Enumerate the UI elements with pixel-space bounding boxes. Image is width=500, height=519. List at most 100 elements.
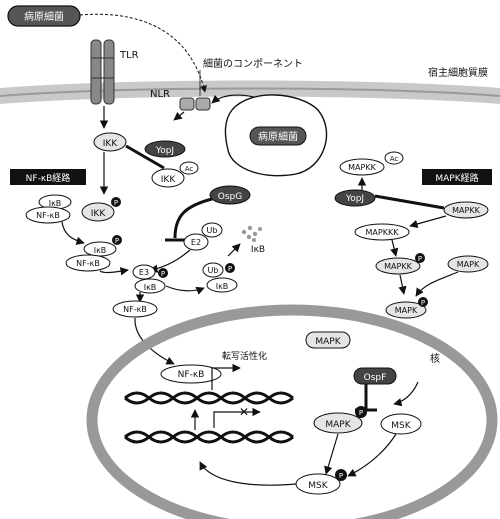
dashed-arrow-pathogen-nlr (79, 13, 207, 93)
nfkb-nuclear-label: NF-κB (178, 370, 205, 380)
arrow-phosphorylation (61, 221, 85, 245)
ub-tag-ikb (202, 262, 224, 278)
nucleus-label: 核 (430, 352, 440, 365)
nfkb-nuclear-node (160, 364, 222, 384)
host-membrane-label: 宿主細胞質膜 (428, 66, 488, 79)
mapk-nuclear-label: MAPK (315, 337, 341, 347)
e2-node (183, 233, 209, 251)
released-ikb-label: IκB (251, 245, 265, 255)
nlr-receptor (179, 97, 211, 111)
mapk-ospf-target-label: MAPK (325, 420, 351, 430)
tlr-receptor (90, 39, 115, 105)
fragment-dot-5 (258, 227, 262, 231)
ikk-acetylated-label: IKK (161, 175, 177, 185)
dna-lower-strand-b (124, 430, 294, 444)
mapkk-label-1: MAPKK (452, 206, 480, 215)
ospg-label: OspG (218, 192, 242, 202)
ac-label-ikk: Ac (185, 165, 194, 173)
yopj-mapk-label: YopJ (345, 194, 364, 204)
mapk-node-1 (447, 255, 489, 273)
e2-label: E2 (191, 238, 201, 247)
ospg-node (209, 185, 251, 205)
nucleus-envelope (86, 304, 498, 519)
nfkb-label-1: NF-κB (36, 211, 60, 220)
mapkk-node-1 (443, 201, 489, 219)
pathogen-top-shape (7, 5, 81, 27)
ikk-acetylation-bar (125, 144, 165, 170)
pathogen-center: 病原細菌 (224, 94, 328, 177)
arrow-nlr-ikk (173, 111, 185, 121)
dna-helix-upper (124, 391, 294, 405)
ac-tag-ikk (179, 161, 199, 175)
p-label-ikb-3: P (228, 265, 232, 273)
ac-tag-mapkk (384, 151, 404, 165)
arrow-degradation (227, 243, 241, 257)
dna-upper-strand-b (124, 391, 294, 405)
tlr-right-strand (103, 39, 115, 105)
mapk-phospho-label: MAPK (395, 306, 418, 315)
fragment-dot-4 (246, 234, 252, 240)
fragment-dot-2 (247, 225, 253, 231)
msk-phospho-label: MSK (308, 481, 328, 491)
mapkkk-label: MAPKKK (366, 228, 400, 237)
arrow-transcription-activation (211, 363, 241, 390)
nfkb-pathway-box (10, 169, 86, 185)
arrow-mapkk-mapk (398, 274, 407, 295)
pathogen-top-label: 病原細菌 (24, 10, 64, 23)
nlr-part-2 (195, 97, 211, 111)
p-label-mapk: P (421, 299, 425, 307)
arrow-e2-e3 (149, 249, 191, 273)
p-tag-ikk (111, 197, 121, 207)
tlr-label: TLR (119, 50, 139, 61)
ikb-label-2: IκB (94, 246, 107, 255)
ikk-node (93, 132, 127, 152)
pathogen-top: 病原細菌 (7, 5, 81, 27)
blocked-x-mark: ✕ (239, 405, 249, 419)
p-label-msk: P (339, 472, 343, 480)
arrow-msk-to-dna (199, 461, 297, 486)
fragment-dot-3 (252, 231, 258, 237)
e3-label: E3 (139, 268, 149, 277)
p-label-ikb-2: P (161, 270, 165, 278)
ospf-node (353, 367, 397, 385)
p-tag-ikb-1 (112, 235, 122, 245)
ikk-acetylated-node (151, 168, 185, 188)
p-label-ikk: P (114, 199, 118, 207)
transcription-label: 転写活性化 (222, 350, 267, 362)
mapkk-acetylated-label: MAPKK (348, 163, 376, 172)
nlr-label: NLR (150, 89, 170, 100)
ub-tag-e2 (201, 222, 223, 238)
ikk-phospho-node (81, 202, 115, 222)
nfkb-free-label: NF-κB (123, 305, 147, 314)
ikk-label: IKK (103, 139, 119, 149)
ikb-node-4 (206, 277, 238, 293)
p-tag-msk (335, 469, 347, 481)
arrow-to-e3 (99, 267, 129, 276)
mapk-label-1: MAPK (457, 260, 480, 269)
nfkb-free-node (112, 300, 158, 318)
nfkb-node-2 (65, 254, 111, 272)
p-tag-mapk (418, 297, 428, 307)
arrow-msk-phospho (347, 433, 397, 477)
p-tag-ikb-2 (158, 268, 168, 278)
mapk-phospho-node (385, 301, 427, 319)
ub-label-ikb: Ub (208, 266, 219, 275)
fragment-dot-1 (241, 229, 247, 235)
e3-node (132, 264, 156, 280)
arrow-mapk-into-nucleus (393, 381, 419, 407)
mapk-pathway-box (422, 169, 492, 185)
nfkb-pathway-label: NF-κB経路 (26, 172, 71, 184)
p-tag-mapk-nuclear (355, 406, 367, 418)
fragment-dot-6 (252, 238, 256, 242)
yopj-node (144, 140, 186, 158)
yopj-mapk-node (334, 189, 376, 207)
tlr-left-strand (90, 39, 102, 105)
nlr-part-1 (179, 97, 195, 111)
dna-upper-strand-a (124, 391, 294, 405)
pathogen-center-badge (249, 126, 307, 146)
p-tag-mapkk (415, 253, 425, 263)
p-label-mapk-nuclear: P (359, 409, 363, 417)
mapkk-label-2: MAPKK (384, 262, 412, 271)
